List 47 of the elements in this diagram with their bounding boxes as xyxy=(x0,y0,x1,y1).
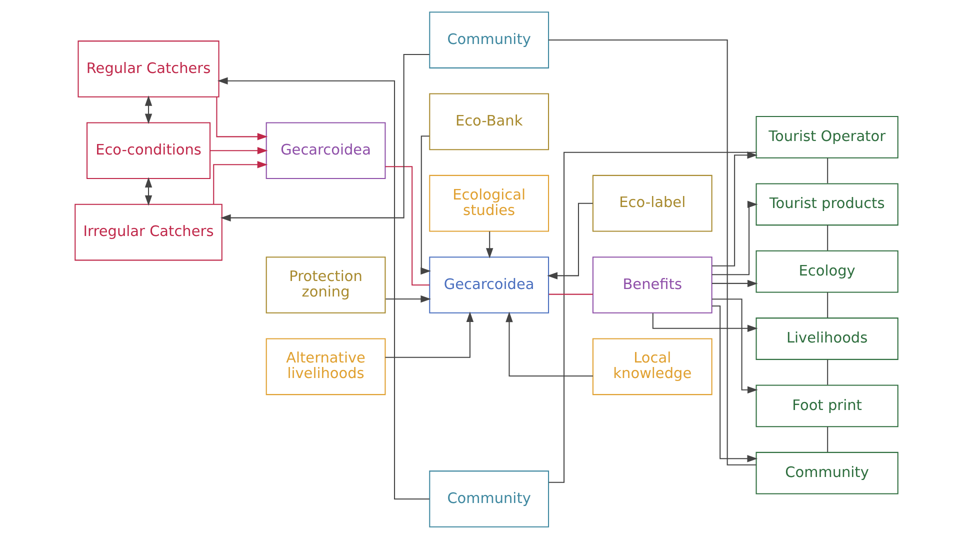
arrow xyxy=(144,96,152,124)
connector xyxy=(385,166,430,286)
node-box: Community xyxy=(429,12,550,68)
connector xyxy=(827,360,828,385)
node-box: Protection zoning xyxy=(266,256,386,314)
arrow xyxy=(712,280,758,288)
node-box: Community xyxy=(756,452,898,494)
node-box: Foot print xyxy=(756,384,898,428)
node-box: Irregular Catchers xyxy=(74,204,222,261)
connector xyxy=(827,292,828,318)
node-box: Alternative livelihoods xyxy=(266,338,386,396)
node-box: Eco-Bank xyxy=(429,93,550,150)
node-box: Livelihoods xyxy=(756,318,898,360)
connector xyxy=(827,225,828,250)
arrow xyxy=(712,152,758,266)
arrow xyxy=(213,160,268,204)
node-box: Local knowledge xyxy=(592,338,712,396)
node-box: Ecology xyxy=(756,250,898,293)
node-box: Tourist products xyxy=(756,183,898,226)
arrow xyxy=(216,96,268,140)
node-box: Gecarcoidea xyxy=(429,256,550,314)
arrow xyxy=(712,298,758,394)
arrow xyxy=(547,202,593,280)
arrow xyxy=(486,231,494,258)
node-box: Eco-conditions xyxy=(86,122,211,180)
connector xyxy=(548,40,756,466)
arrow xyxy=(712,200,758,276)
arrow xyxy=(652,313,758,332)
node-box: Eco-label xyxy=(592,174,712,232)
arrow xyxy=(385,312,474,358)
node-box: Regular Catchers xyxy=(78,40,220,98)
connector xyxy=(827,158,828,184)
arrow xyxy=(220,54,430,222)
node-box: Tourist Operator xyxy=(756,116,898,158)
node-box: Community xyxy=(429,470,550,528)
node-box: Ecological studies xyxy=(429,174,550,232)
arrow xyxy=(712,306,758,462)
connector xyxy=(548,294,593,295)
arrow xyxy=(217,77,430,500)
arrow xyxy=(420,136,431,275)
arrow xyxy=(506,312,593,376)
connector xyxy=(827,426,828,452)
node-box: Gecarcoidea xyxy=(266,122,386,180)
arrow xyxy=(386,295,432,303)
arrow xyxy=(144,177,152,206)
arrow xyxy=(210,147,268,154)
node-box: Benefits xyxy=(592,256,712,314)
